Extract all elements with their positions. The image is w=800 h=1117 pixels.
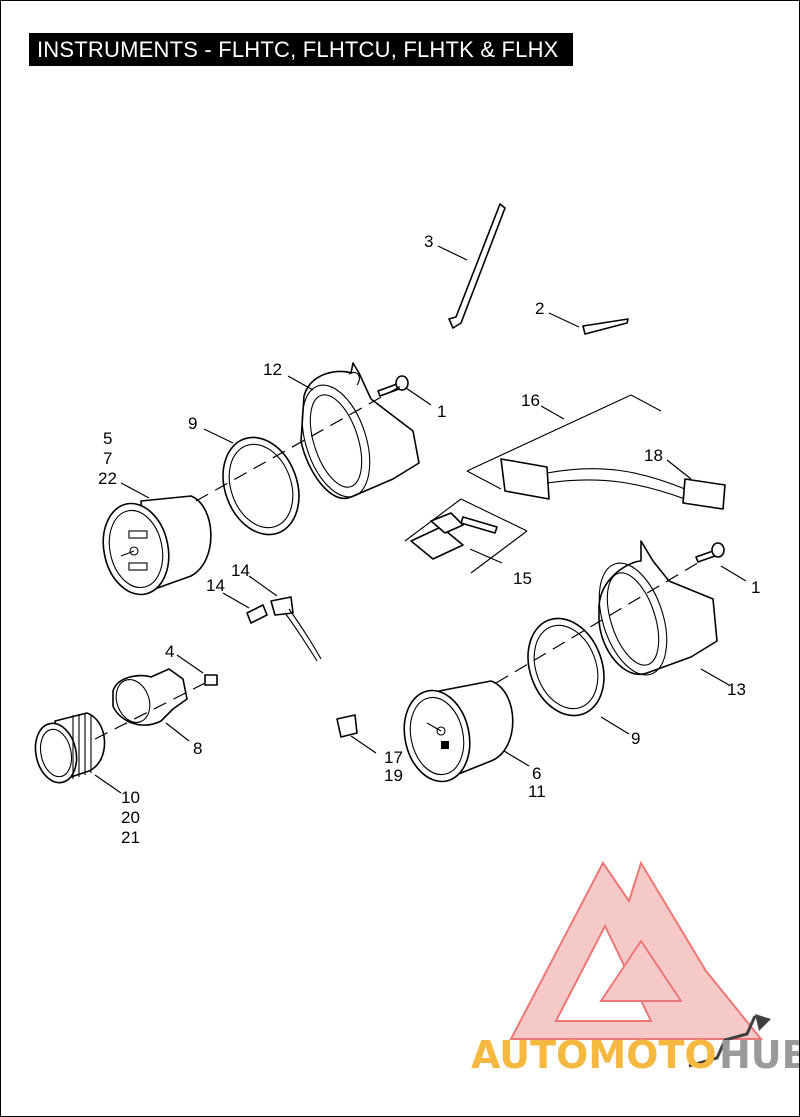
callout-8: 8	[193, 739, 202, 758]
callout-9-upper: 9	[188, 414, 197, 433]
callout-20: 20	[121, 808, 140, 827]
callout-15: 15	[513, 569, 532, 588]
assembly-axis-lower	[495, 560, 702, 684]
bezel-ring-lower	[527, 617, 605, 717]
callout-1-lower: 1	[751, 578, 760, 597]
wire-harness-part	[466, 394, 726, 510]
callout-12-lower: 13	[727, 680, 746, 699]
watermark-logo	[509, 860, 771, 1068]
callout-3: 3	[424, 232, 433, 251]
watermark-text: AUTOMOTO HUB	[471, 1033, 799, 1077]
bezel-ring-upper	[222, 436, 300, 536]
callout-18: 18	[644, 446, 663, 465]
assembly-axis-upper	[195, 385, 402, 502]
callout-6: 6	[532, 764, 541, 783]
callout-labels: 3 2 12 1 9 5 7 22 16 18 15 1 13 9 14 14 …	[98, 232, 760, 847]
cable-tie-part	[448, 203, 506, 329]
gauge-housing-upper	[300, 362, 420, 500]
gauge-small	[34, 712, 106, 784]
page-title: INSTRUMENTS - FLHTC, FLHTCU, FLHTK & FLH…	[29, 33, 573, 66]
socket-part	[336, 714, 358, 738]
callout-14: 14	[206, 576, 225, 595]
leader-lines	[94, 245, 747, 794]
callout-5: 5	[103, 429, 112, 448]
screw-part-lower	[695, 542, 725, 563]
nut-part	[204, 674, 218, 686]
callout-11: 11	[528, 782, 546, 801]
watermark-text-hub: HUB	[719, 1033, 799, 1077]
bulb-part	[246, 604, 268, 624]
callout-4: 4	[165, 642, 174, 661]
callout-16: 16	[521, 391, 540, 410]
callout-19: 19	[384, 766, 403, 785]
screw-part-upper	[377, 375, 409, 397]
callout-9-lower: 9	[631, 729, 640, 748]
callout-22: 22	[98, 469, 117, 488]
gauge-upper	[102, 495, 212, 596]
callout-13: 14	[231, 561, 250, 580]
callout-21: 21	[121, 828, 140, 847]
callout-1-upper: 1	[437, 402, 446, 421]
bulb-socket-part	[270, 596, 322, 662]
small-gauge-bracket	[112, 668, 188, 726]
watermark-text-automoto: AUTOMOTO	[471, 1033, 717, 1077]
clip-part	[582, 318, 629, 335]
gauge-housing-lower	[598, 540, 718, 676]
callout-17: 17	[384, 748, 403, 767]
callout-2: 2	[535, 299, 544, 318]
gauge-lower	[403, 680, 514, 783]
fuse-part	[404, 498, 528, 574]
callout-10: 10	[121, 788, 140, 807]
callout-7: 7	[103, 449, 112, 468]
callout-12-upper: 12	[263, 360, 282, 379]
